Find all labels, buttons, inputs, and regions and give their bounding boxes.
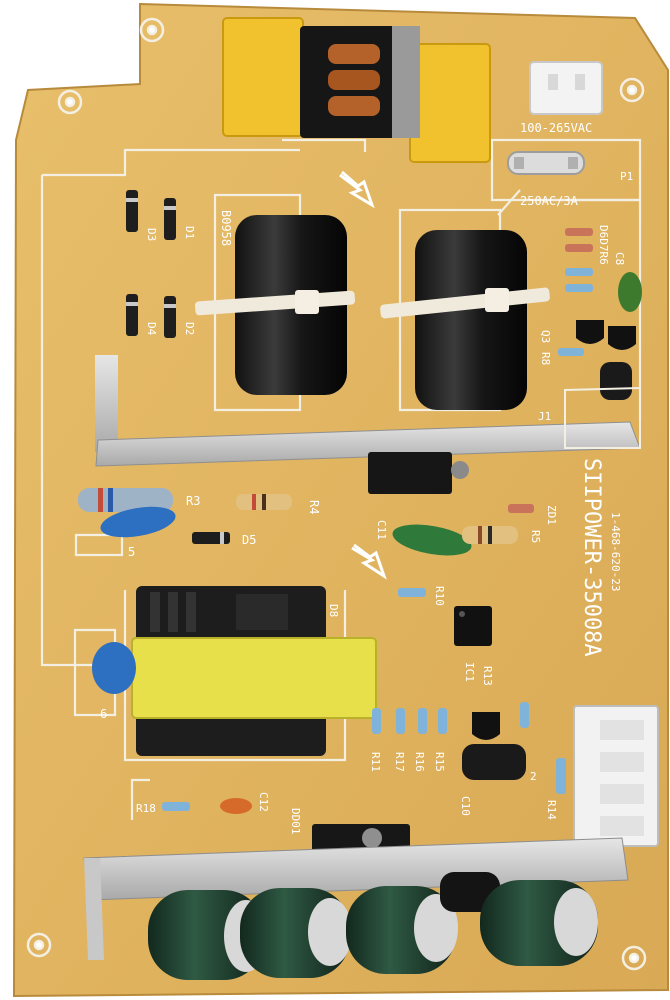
transistor-small <box>472 712 500 740</box>
label-d1: D1 <box>183 226 196 239</box>
label-r8: R8 <box>539 352 552 365</box>
output-connector <box>573 705 659 847</box>
resistor-r10 <box>398 588 426 597</box>
transistors-q3 <box>576 320 636 350</box>
label-j1: J1 <box>538 410 551 423</box>
ceramic-cap-blue-c5 <box>100 506 176 538</box>
resistor-row-bottom <box>372 702 529 734</box>
zener-zd1 <box>508 504 534 513</box>
cable-ties <box>194 287 550 319</box>
switching-transformer <box>131 586 377 756</box>
label-r4: R4 <box>307 500 321 514</box>
label-c8: C8 <box>613 252 626 265</box>
label-d6d7: D6D7R6 <box>597 225 610 265</box>
label-b0958: B0958 <box>219 210 233 246</box>
label-c11: C11 <box>375 520 388 540</box>
ceramic-cap-c12 <box>220 798 252 814</box>
label-r17: R17 <box>393 752 406 772</box>
electrolytic-cap-small <box>600 362 632 400</box>
capacitor-green-small <box>618 272 642 312</box>
resistor-r5 <box>462 526 518 544</box>
output-capacitors <box>148 872 598 980</box>
label-r11: R11 <box>369 752 382 772</box>
label-six: 6 <box>100 707 107 721</box>
label-r15: R15 <box>433 752 446 772</box>
heatsink-middle <box>95 355 641 467</box>
optocoupler-ic1 <box>454 606 492 646</box>
label-ic1: IC1 <box>463 662 476 682</box>
warning-symbol-mid <box>351 543 387 580</box>
board-model-label: SIIPOWER-35008A <box>579 458 604 657</box>
fuse <box>507 151 585 175</box>
resistor-large-r3 <box>78 488 173 512</box>
x-capacitor-left <box>222 17 304 137</box>
label-d3: D3 <box>145 228 158 241</box>
label-r18: R18 <box>136 802 156 815</box>
x-capacitor-right <box>409 43 491 163</box>
fuse-label: P1 <box>620 170 633 183</box>
common-mode-choke <box>300 26 420 138</box>
warning-symbol-top <box>339 170 375 209</box>
electrolytic-cap-c10 <box>462 744 526 780</box>
label-r14: R14 <box>545 800 558 820</box>
resistor-r4 <box>236 494 292 510</box>
label-two: 2 <box>530 770 537 783</box>
label-r16: R16 <box>413 752 426 772</box>
ac-input-connector <box>529 61 603 115</box>
board-part-number-label: 1-468-620-23 <box>609 512 622 591</box>
resistor-r14 <box>556 758 566 794</box>
bridge-diodes <box>126 190 176 338</box>
label-dd01: DD01 <box>289 808 302 835</box>
label-r5: R5 <box>529 530 542 543</box>
label-q3: Q3 <box>539 330 552 343</box>
diode-d5 <box>192 532 230 544</box>
film-cap-green-c11 <box>392 524 472 556</box>
label-r10: R10 <box>433 586 446 606</box>
choke-right <box>415 230 527 410</box>
fuse-rating-label: 250AC/3A <box>520 194 579 208</box>
mosfet-middle <box>368 452 469 494</box>
label-d2: D2 <box>183 322 196 335</box>
label-d4: D4 <box>145 322 158 336</box>
label-c10: C10 <box>459 796 472 816</box>
label-r3: R3 <box>186 494 200 508</box>
input-rating-label: 100-265VAC <box>520 121 592 135</box>
label-zd1: ZD1 <box>545 505 558 525</box>
label-r13: R13 <box>481 666 494 686</box>
label-d5: D5 <box>242 533 256 547</box>
mounting-holes <box>26 17 647 971</box>
small-resistors-top-right <box>558 228 593 356</box>
label-c5: 5 <box>128 545 135 559</box>
y-capacitor-blue <box>92 642 136 694</box>
label-d8: D8 <box>327 604 340 617</box>
resistor-r18 <box>162 802 190 811</box>
label-c12: C12 <box>257 792 270 812</box>
